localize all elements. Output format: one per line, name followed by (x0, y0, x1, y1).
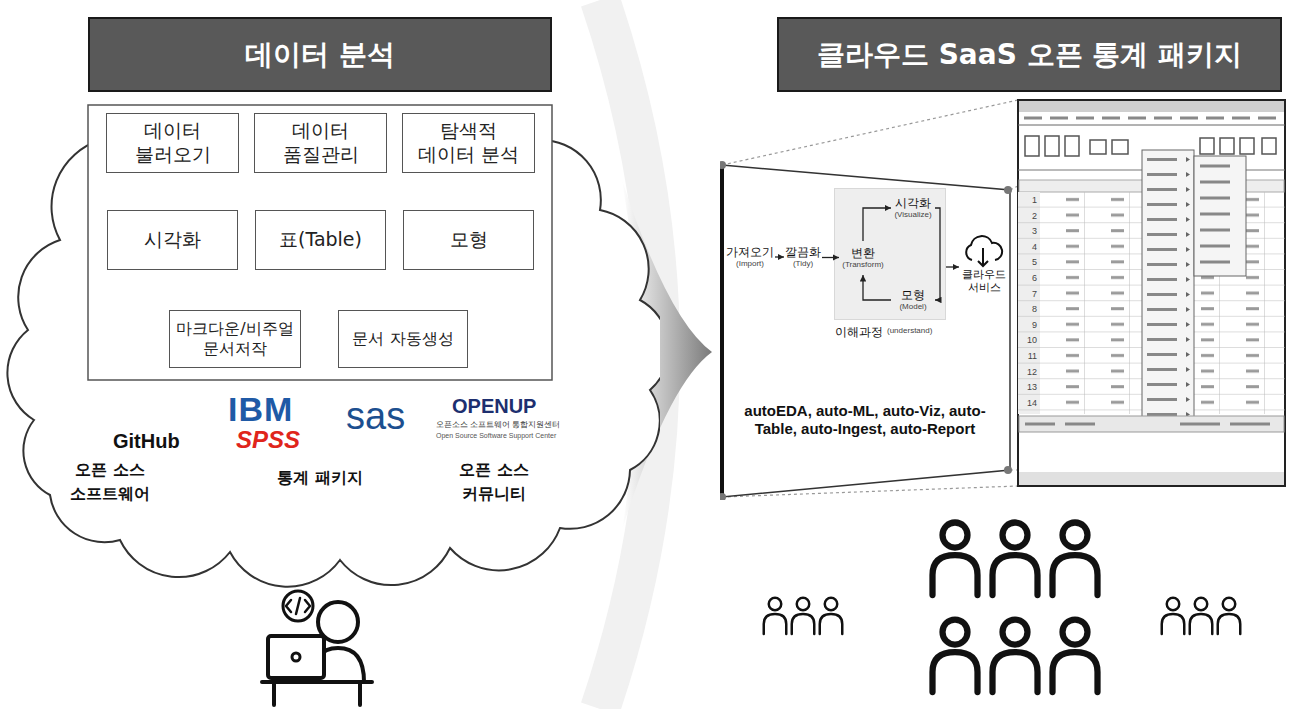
flow-step: 변환(Transform) (839, 241, 887, 275)
node-text: 문서 자동생성 (352, 329, 453, 349)
projection-lines (722, 100, 1018, 497)
node-text: 시각화 (144, 228, 201, 252)
node-text: (Transform) (842, 260, 883, 269)
row-number: 13 (1020, 383, 1037, 392)
node-text: 오픈 소스 소프트웨어 (56, 458, 164, 506)
row-number: 11 (1020, 352, 1037, 361)
process-box: 표(Table) (255, 210, 386, 270)
node-text: 탐색적 데이터 분석 (411, 119, 526, 167)
row-number: 4 (1020, 243, 1037, 252)
node-text: 데이터 불러오기 (115, 119, 230, 167)
node-text: 변환 (851, 247, 875, 261)
node-text: (Visualize) (894, 210, 931, 219)
title-bar: 데이터 분석 (88, 17, 552, 92)
process-box: 데이터 품질관리 (254, 113, 387, 173)
row-number: 7 (1020, 290, 1037, 299)
node-text: (Tidy) (793, 259, 813, 268)
node-text: 오픈 소스 커뮤니티 (438, 458, 550, 506)
row-number: 14 (1020, 399, 1037, 408)
node-text: 이해과정 (835, 324, 883, 341)
node-text: (understand) (887, 326, 932, 335)
row-number: 6 (1020, 274, 1037, 283)
node-text: 표(Table) (279, 228, 362, 252)
developer-icon (262, 591, 372, 705)
row-number: 9 (1020, 321, 1037, 330)
logo-subtext: 오픈소스 소프트웨어 통합지원센터 (436, 421, 560, 429)
logo-text: GitHub (113, 431, 180, 451)
cloud-outline (0, 100, 660, 600)
node-text: 깔끔화 (785, 246, 821, 260)
node-text: 데이터 품질관리 (263, 119, 378, 167)
process-box: 데이터 불러오기 (106, 113, 239, 173)
node-text: (Import) (736, 259, 764, 268)
process-box: 탐색적 데이터 분석 (402, 113, 535, 173)
cloud-service: 클라우드 서비스 (959, 234, 1009, 300)
node-text: 데이터 분석 (245, 36, 395, 74)
node-text: 통계 패키지 (262, 466, 378, 490)
row-number: 8 (1020, 305, 1037, 314)
process-box: 마크다운/비주얼 문서저작 (169, 310, 301, 368)
title-bar: 클라우드 SaaS 오픈 통계 패키지 (777, 17, 1282, 92)
node-text: (Model) (899, 302, 926, 311)
flow-step: 가져오기(Import) (725, 240, 775, 274)
node-text: 모형 (901, 289, 925, 303)
row-number: 5 (1020, 258, 1037, 267)
flow-step: 깔끔화(Tidy) (784, 240, 822, 274)
row-number: 1 (1020, 196, 1037, 205)
node-text: 마크다운/비주얼 문서저작 (172, 319, 298, 359)
cloud-download-icon (959, 234, 1007, 268)
process-box: 시각화 (107, 210, 238, 270)
logo-text: OPENUP (452, 396, 536, 416)
perspective-panel: autoEDA, auto-ML, auto-Viz, auto-Table, … (720, 160, 1012, 500)
flow-step: 시각화(Visualize) (891, 193, 935, 223)
node-text: 시각화 (895, 197, 931, 211)
process-box: 문서 자동생성 (338, 310, 468, 368)
row-number: 12 (1020, 368, 1037, 377)
logo-text: sas (346, 397, 405, 435)
cycle-box: 이해과정(understand)변환(Transform)시각화(Visuali… (834, 188, 946, 320)
node-text: 클라우드 SaaS 오픈 통계 패키지 (817, 36, 1242, 74)
logo-subtext: Open Source Software Support Center (436, 432, 556, 439)
node-text: 클라우드 서비스 (959, 268, 1009, 294)
people-icons (764, 523, 1241, 693)
process-box: 모형 (403, 210, 534, 270)
row-number: 10 (1020, 336, 1037, 345)
logo-text: IBM (228, 392, 293, 426)
row-number: 3 (1020, 227, 1037, 236)
logo-text: SPSS (236, 428, 300, 452)
row-number: 2 (1020, 212, 1037, 221)
node-text: 모형 (450, 228, 488, 252)
software-screenshot (1018, 100, 1296, 486)
cloud-region: 오픈 소스 소프트웨어 통계 패키지 오픈 소스 커뮤니티 데이터 불러오기 데이터 품… (0, 100, 660, 600)
node-text: 가져오기 (726, 246, 774, 260)
node-text: autoEDA, auto-ML, auto-Viz, auto-Table, … (735, 402, 995, 438)
flow-step: 모형(Model) (891, 285, 935, 315)
